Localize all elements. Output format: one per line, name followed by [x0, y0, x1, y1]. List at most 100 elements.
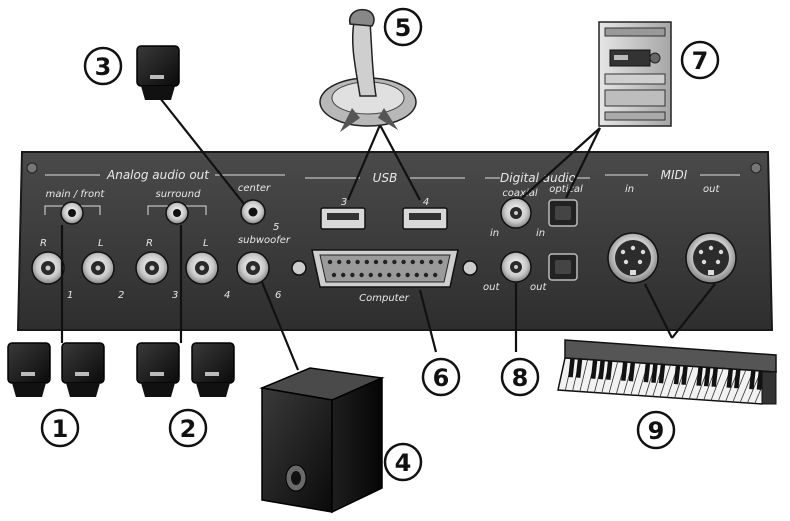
coaxial-in-jack[interactable] — [500, 197, 532, 229]
optical-in-port[interactable] — [548, 199, 578, 227]
connector-pin — [405, 272, 410, 278]
port-number-4: 4 — [224, 290, 230, 301]
port-number-5: 5 — [273, 222, 279, 233]
leader-5a — [346, 124, 382, 201]
connector-pin — [392, 259, 397, 265]
callout-2: 2 — [168, 408, 208, 448]
connector-pin — [364, 259, 369, 265]
rca-jack-4[interactable] — [185, 251, 219, 285]
jack-letter-r2: R — [146, 238, 153, 249]
connector-pin — [377, 272, 383, 278]
coaxial-out-jack[interactable] — [500, 251, 532, 283]
callout-9-text: 9 — [648, 417, 665, 445]
label-surround: surround — [156, 189, 202, 200]
connector-pin — [373, 259, 379, 265]
callout-7: 7 — [680, 40, 720, 80]
mini-jack-main[interactable] — [60, 201, 84, 225]
speaker-front-left — [7, 342, 51, 397]
computer-connector[interactable] — [291, 249, 478, 288]
usb-number-3: 3 — [341, 197, 347, 208]
mini-jack-center[interactable] — [240, 199, 266, 225]
connector-pin — [341, 272, 346, 278]
port-number-3: 3 — [172, 290, 178, 301]
connector-pin — [423, 272, 429, 278]
label-digital-out-opt: out — [530, 282, 547, 293]
rca-jack-1[interactable] — [31, 251, 65, 285]
midi-in-port[interactable] — [607, 232, 659, 284]
section-analog-audio-out: Analog audio out — [45, 168, 285, 182]
black-key — [605, 360, 613, 380]
usb-port-3[interactable] — [320, 207, 366, 230]
leader-5b — [379, 124, 421, 201]
connector-pin — [419, 259, 425, 265]
speaker-center — [136, 45, 180, 100]
label-coaxial: coaxial — [502, 188, 538, 199]
white-key-divider — [579, 359, 588, 392]
callout-4-text: 4 — [395, 449, 412, 477]
label-center: center — [238, 183, 271, 194]
white-key-divider — [710, 368, 724, 401]
leader-7a — [521, 127, 601, 199]
black-key — [643, 363, 651, 383]
callout-1: 1 — [40, 408, 80, 448]
connector-pin — [359, 272, 364, 278]
white-key-divider — [681, 366, 694, 399]
section-usb-title: USB — [373, 171, 398, 185]
black-key — [575, 358, 583, 378]
section-midi: MIDI — [605, 168, 740, 182]
callout-2-text: 2 — [180, 415, 197, 443]
connector-pin — [396, 272, 401, 278]
stereo-system — [598, 21, 672, 127]
connector-pin — [433, 272, 438, 278]
black-key — [749, 370, 756, 390]
black-key — [658, 364, 666, 384]
rca-jack-6[interactable] — [236, 251, 270, 285]
jack-letter-r1: R — [40, 238, 47, 249]
leader-6 — [418, 289, 438, 353]
leader-3 — [159, 97, 245, 205]
mini-jack-surround[interactable] — [165, 201, 189, 225]
port-number-2: 2 — [118, 290, 124, 301]
black-key — [696, 366, 703, 386]
section-digital-title: Digital audio — [500, 171, 576, 185]
label-subwoofer: subwoofer — [238, 235, 291, 246]
callout-7-text: 7 — [692, 47, 709, 75]
speaker-front-right — [61, 342, 105, 397]
label-midi-in: in — [625, 184, 634, 195]
section-analog-title: Analog audio out — [106, 168, 210, 182]
section-usb: USB — [305, 171, 465, 185]
connector-pin — [331, 272, 337, 278]
white-key-divider — [732, 369, 747, 403]
black-key — [651, 363, 658, 383]
midi-out-port[interactable] — [685, 232, 737, 284]
connector-pin — [414, 272, 419, 278]
white-key-divider — [630, 362, 641, 396]
callout-5-text: 5 — [395, 14, 412, 42]
callout-6: 6 — [421, 357, 461, 397]
optical-out-port[interactable] — [548, 253, 578, 281]
jack-letter-l1: L — [98, 238, 104, 249]
label-main-front: main / front — [46, 189, 106, 200]
usb-port-4[interactable] — [402, 207, 448, 230]
callout-6-text: 6 — [433, 364, 450, 392]
callout-3-text: 3 — [95, 53, 112, 81]
joystick — [319, 8, 417, 132]
label-computer: Computer — [359, 293, 410, 304]
subwoofer — [259, 367, 385, 514]
black-key — [673, 365, 681, 385]
callout-8-text: 8 — [512, 364, 529, 392]
speaker-surround-right — [191, 342, 235, 397]
connector-pin — [438, 259, 443, 265]
leader-9a — [644, 283, 673, 339]
leader-4 — [260, 281, 300, 371]
rca-jack-3[interactable] — [135, 251, 169, 285]
midi-keyboard — [557, 339, 778, 405]
rca-jack-2[interactable] — [81, 251, 115, 285]
callout-3: 3 — [83, 46, 123, 86]
black-key — [711, 367, 718, 387]
connector-pin — [387, 272, 392, 278]
callout-4: 4 — [383, 442, 423, 482]
label-midi-out: out — [703, 184, 720, 195]
black-key — [628, 362, 636, 382]
callout-9: 9 — [636, 410, 676, 450]
